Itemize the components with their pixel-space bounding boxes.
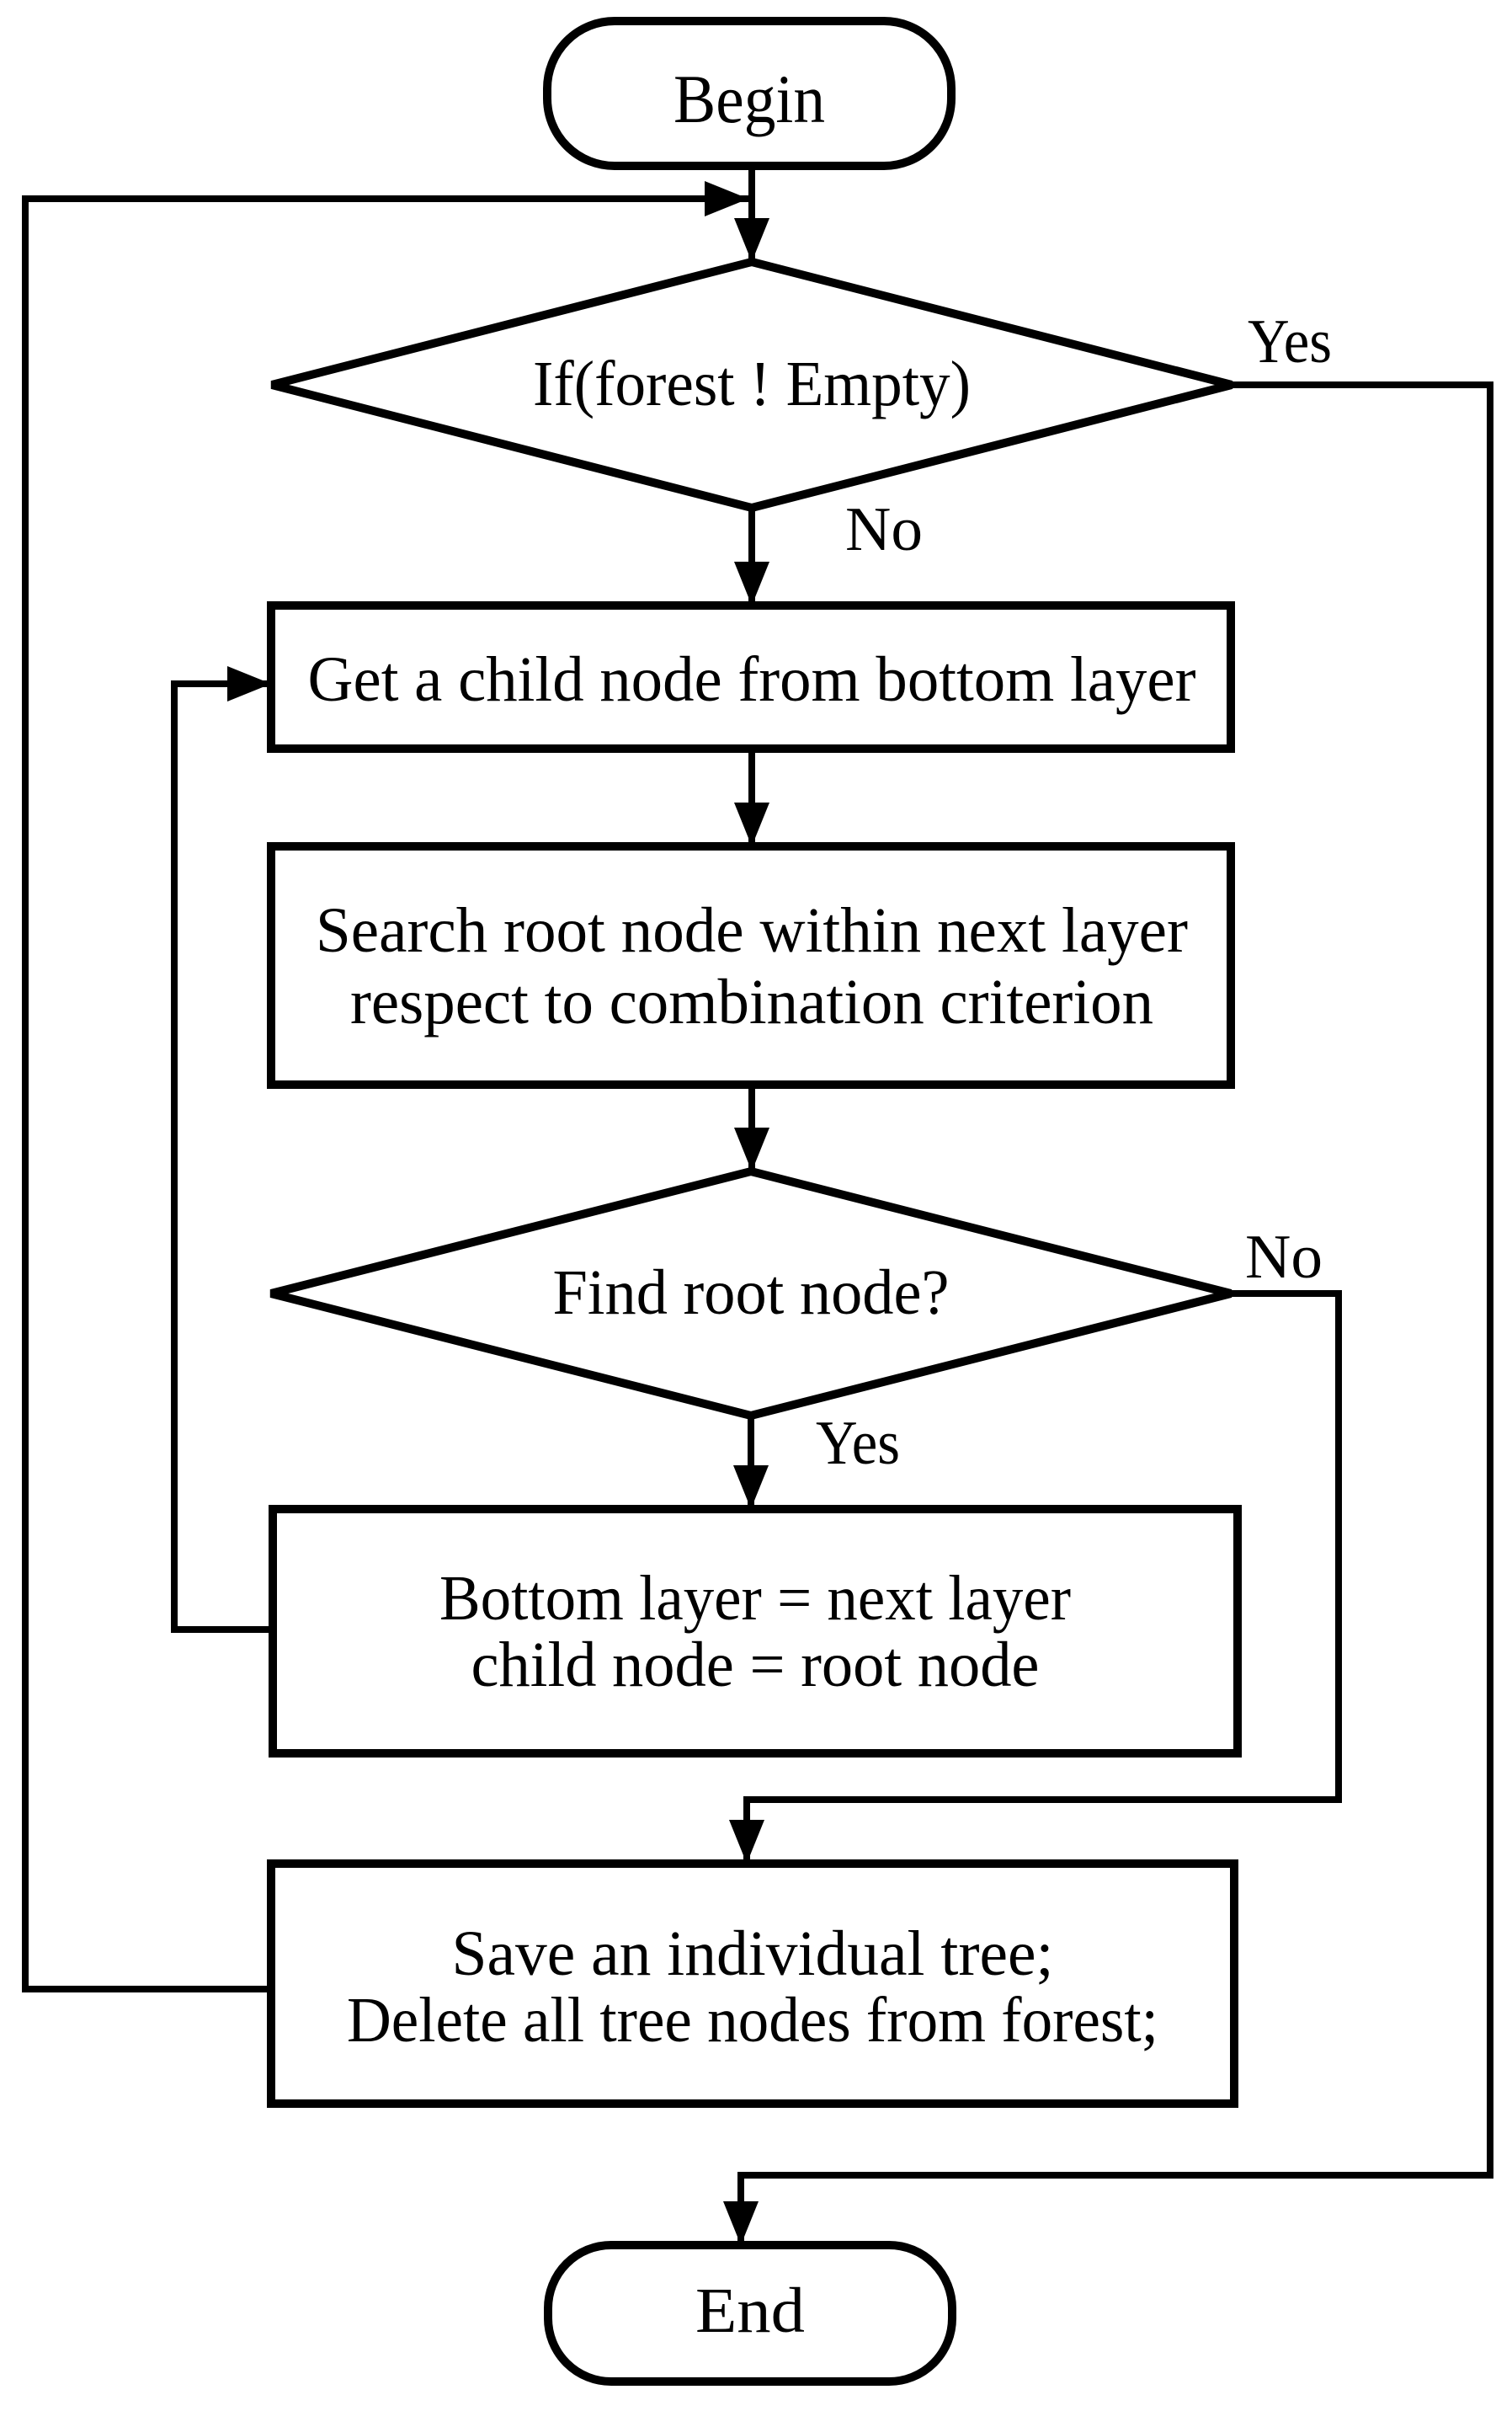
label-save-tree-line1: Save an individual tree; bbox=[452, 1918, 1054, 1989]
label-search-root-line2: respect to combination criterion bbox=[350, 967, 1153, 1037]
edge-assign-layers-loop-to-get-child bbox=[171, 666, 273, 1633]
edge-label-forest-check-yes: Yes bbox=[1248, 307, 1332, 376]
label-save-tree-line2: Delete all tree nodes from forest; bbox=[347, 1985, 1158, 2056]
edge-label-find-root-no: No bbox=[1245, 1223, 1323, 1292]
edge-label-find-root-yes: Yes bbox=[816, 1409, 900, 1478]
label-get-child-node: Get a child node from bottom layer bbox=[308, 644, 1196, 715]
edge-forest-check-yes-to-end bbox=[723, 381, 1493, 2245]
label-forest-check: If(forest ! Empty) bbox=[533, 349, 971, 419]
terminator-end bbox=[544, 2241, 956, 2386]
edge-find-root-no-to-save-tree bbox=[729, 1290, 1342, 1864]
edge-label-forest-check-no: No bbox=[845, 495, 923, 564]
label-end: End bbox=[695, 2275, 805, 2346]
label-search-root-line1: Search root node within next layer bbox=[316, 895, 1188, 966]
label-find-root-node: Find root node? bbox=[553, 1257, 950, 1328]
label-assign-layers-line2: child node = root node bbox=[471, 1630, 1040, 1700]
process-save-tree bbox=[267, 1859, 1238, 2108]
edge-save-tree-loop-to-forest-check bbox=[22, 181, 748, 1992]
label-begin: Begin bbox=[673, 61, 825, 137]
label-assign-layers-line1: Bottom layer = next layer bbox=[439, 1563, 1071, 1634]
